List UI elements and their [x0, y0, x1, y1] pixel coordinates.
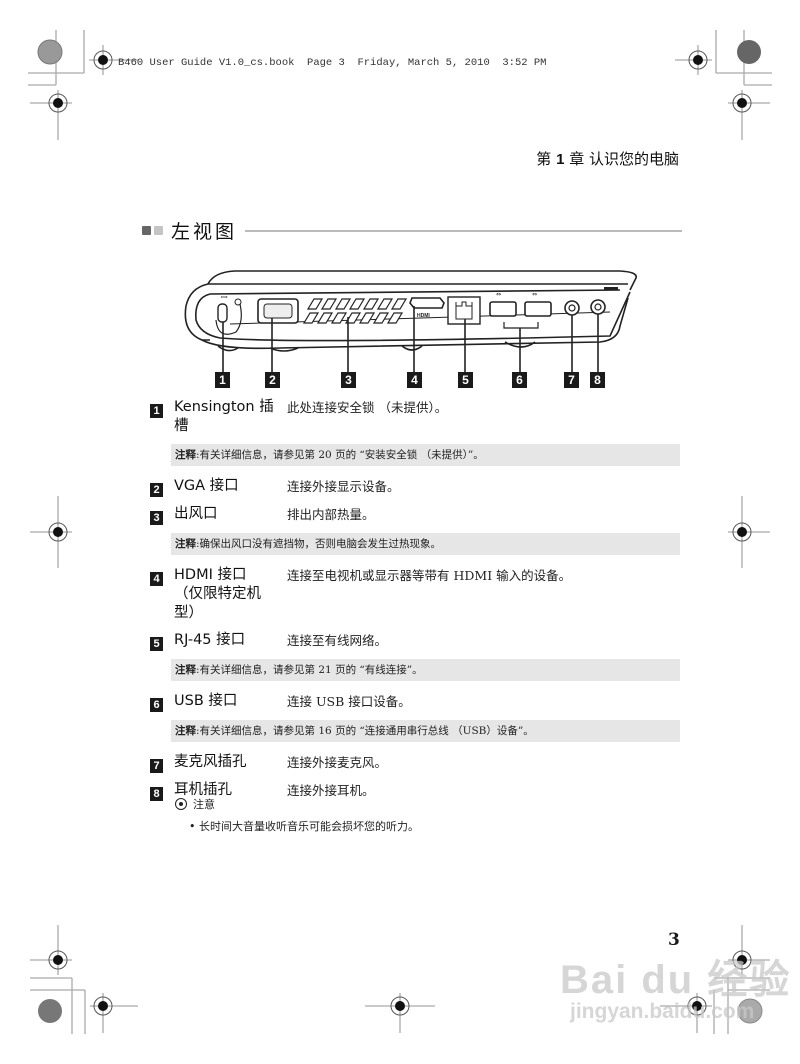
item-desc: 连接外接麦克风。: [287, 755, 388, 770]
note-text: :有关详细信息，请参见第 16 页的 “连接通用串行总线 （USB）设备”。: [196, 725, 534, 737]
heading-square-light-icon: [154, 226, 163, 235]
note-prefix: 注释: [175, 725, 196, 737]
item-desc: 连接 USB 接口设备。: [287, 694, 411, 709]
chapter-number: 1: [556, 151, 565, 168]
note-rj45: 注释:有关详细信息，请参见第 21 页的 “有线连接”。: [171, 659, 680, 681]
item-kensington: 1 Kensington 插槽 此处连接安全锁 （未提供）。: [150, 398, 680, 436]
caution-title: 注意: [193, 798, 215, 811]
note-vent: 注释:确保出风口没有遮挡物，否则电脑会发生过热现象。: [171, 533, 680, 555]
print-header: B460 User Guide V1.0_cs.book Page 3 Frid…: [118, 57, 547, 69]
item-number: 3: [150, 511, 163, 525]
callout-5: 5: [458, 372, 473, 388]
callout-7: 7: [564, 372, 579, 388]
note-kensington: 注释:有关详细信息，请参见第 20 页的 “安装安全锁 （未提供）”。: [171, 444, 680, 466]
item-number: 6: [150, 698, 163, 712]
caution-bullet-text: 长时间大音量收听音乐可能会损坏您的听力。: [199, 820, 419, 833]
svg-text:HDMI: HDMI: [417, 313, 430, 319]
item-label: 耳机插孔: [174, 782, 232, 798]
caution-block: 注意 • 长时间大音量收听音乐可能会损坏您的听力。: [175, 796, 419, 834]
item-number: 7: [150, 759, 163, 773]
callout-4: 4: [407, 372, 422, 388]
item-label: VGA 接口: [174, 478, 239, 494]
item-number: 5: [150, 637, 163, 651]
callout-6: 6: [512, 372, 527, 388]
svg-text:ꟷ: ꟷ: [221, 293, 228, 302]
item-number: 2: [150, 483, 163, 497]
item-hdmi: 4 HDMI 接口 （仅限特定机型） 连接至电视机或显示器等带有 HDMI 输入…: [150, 566, 680, 623]
callout-2: 2: [265, 372, 280, 388]
callout-1: 1: [215, 372, 230, 388]
section-heading: 左视图: [142, 217, 682, 244]
item-label: 出风口: [174, 506, 218, 522]
item-headphone: 8 耳机插孔 连接外接耳机。: [150, 781, 680, 801]
heading-rule: [245, 229, 682, 232]
item-mic: 7 麦克风插孔 连接外接麦克风。: [150, 753, 680, 773]
item-number: 4: [150, 572, 163, 586]
note-text: :确保出风口没有遮挡物，否则电脑会发生过热现象。: [196, 538, 442, 550]
item-usb: 6 USB 接口 连接 USB 接口设备。: [150, 692, 680, 712]
port-descriptions: 1 Kensington 插槽 此处连接安全锁 （未提供）。 注释:有关详细信息…: [150, 398, 680, 809]
chapter-header: 第 1 章 认识您的电脑: [536, 148, 679, 169]
note-text: :有关详细信息，请参见第 20 页的 “安装安全锁 （未提供）”。: [196, 449, 484, 461]
section-title: 左视图: [171, 221, 238, 243]
caution-bullet: • 长时间大音量收听音乐可能会损坏您的听力。: [189, 820, 419, 833]
watermark-logo: Bai du 经验: [560, 958, 792, 1002]
item-desc: 此处连接安全锁 （未提供）。: [287, 400, 448, 415]
laptop-left-view-diagram: ꟷ HDMI ⇔ ⇔: [180, 262, 640, 392]
chapter-prefix: 第: [536, 150, 552, 168]
item-desc: 连接外接耳机。: [287, 783, 375, 798]
svg-text:⇔: ⇔: [496, 291, 501, 298]
item-label: Kensington 插槽: [174, 399, 274, 434]
note-prefix: 注释: [175, 664, 196, 676]
item-desc: 连接外接显示设备。: [287, 479, 400, 494]
item-label: RJ-45 接口: [174, 632, 246, 648]
item-desc: 连接至有线网络。: [287, 633, 388, 648]
callout-8: 8: [590, 372, 605, 388]
item-vent: 3 出风口 排出内部热量。: [150, 505, 680, 525]
item-rj45: 5 RJ-45 接口 连接至有线网络。: [150, 631, 680, 651]
item-number: 1: [150, 404, 163, 418]
item-label: HDMI 接口 （仅限特定机型）: [174, 567, 261, 621]
item-vga: 2 VGA 接口 连接外接显示设备。: [150, 477, 680, 497]
heading-square-dark-icon: [142, 226, 151, 235]
callout-3: 3: [341, 372, 356, 388]
caution-icon: [175, 798, 187, 810]
laptop-side-illustration: ꟷ HDMI ⇔ ⇔: [184, 270, 637, 372]
item-label: 麦克风插孔: [174, 754, 247, 770]
note-text: :有关详细信息，请参见第 21 页的 “有线连接”。: [196, 664, 423, 676]
page-number: 3: [668, 930, 680, 950]
note-prefix: 注释: [175, 449, 196, 461]
watermark-url: jingyan.baidu.com: [570, 1000, 755, 1023]
item-number: 8: [150, 787, 163, 801]
item-desc: 排出内部热量。: [287, 507, 375, 522]
item-desc: 连接至电视机或显示器等带有 HDMI 输入的设备。: [287, 568, 572, 583]
note-usb: 注释:有关详细信息，请参见第 16 页的 “连接通用串行总线 （USB）设备”。: [171, 720, 680, 742]
item-label: USB 接口: [174, 693, 238, 709]
svg-text:⇔: ⇔: [532, 291, 537, 298]
note-prefix: 注释: [175, 538, 196, 550]
baidu-watermark: Bai du 经验 jingyan.baidu.com: [560, 960, 791, 1024]
chapter-title: 章 认识您的电脑: [569, 150, 679, 168]
